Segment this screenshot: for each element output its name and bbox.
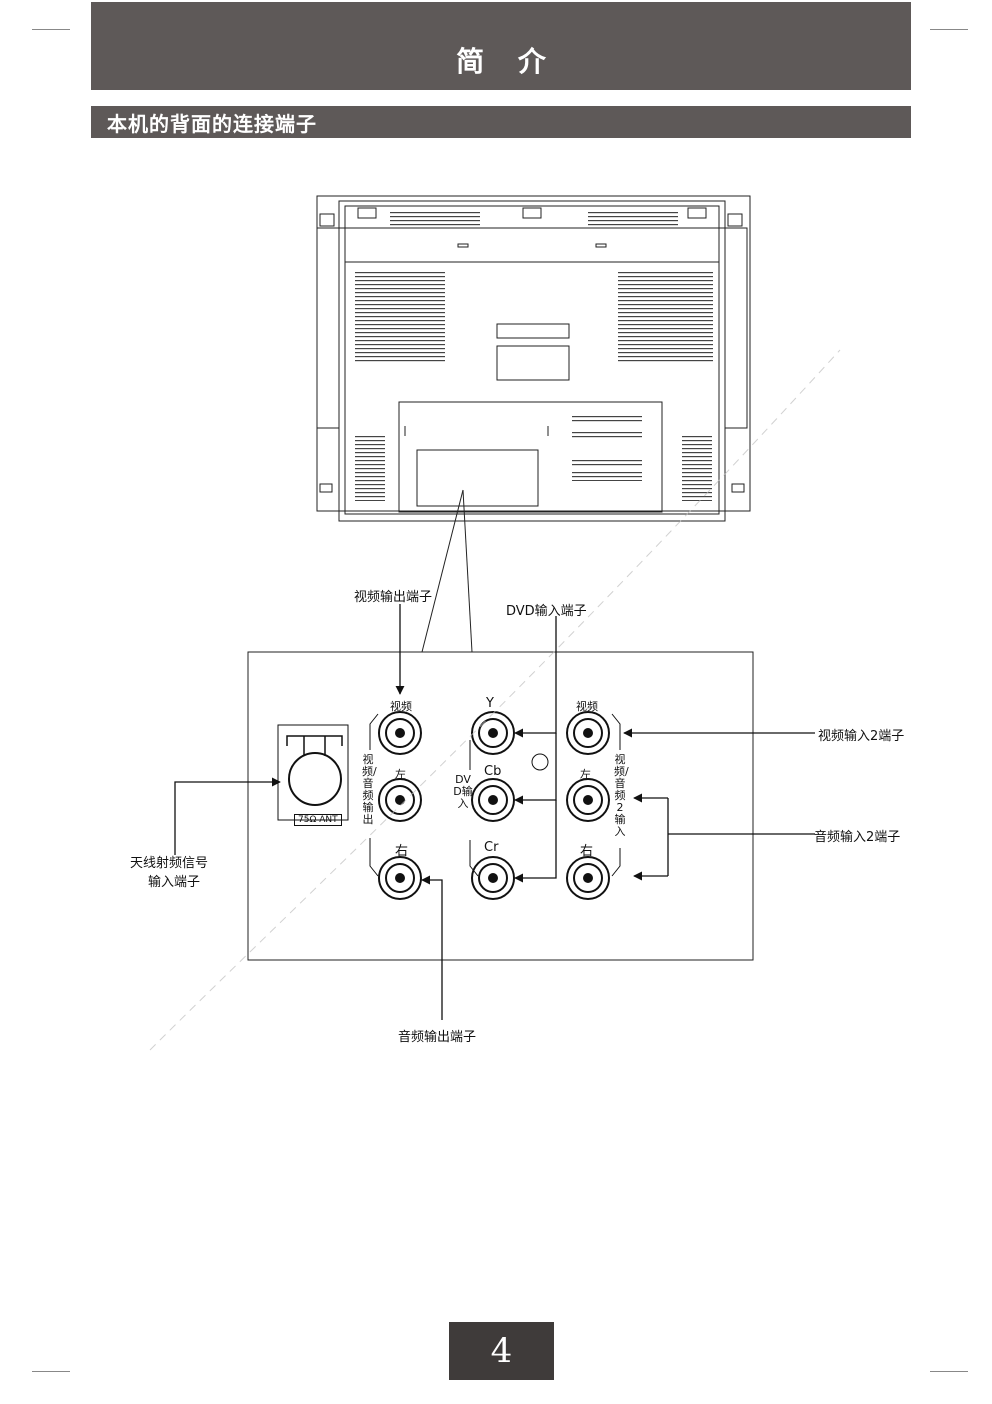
col1-mid-label: 左 [395, 768, 406, 781]
page-title: 简 介 [456, 45, 558, 78]
rca-jacks [378, 711, 610, 900]
page-number: 4 [490, 1331, 513, 1371]
dvd-side-label: DVD输入 [453, 773, 473, 810]
page-number-box: 4 [449, 1322, 554, 1380]
section-title: 本机的背面的连接端子 [107, 111, 317, 136]
col3-mid-label: 左 [580, 768, 591, 781]
audio-out-label: 音频输出端子 [398, 1030, 477, 1045]
y-label: Y [486, 696, 494, 711]
antenna-label-line1: 天线射频信号 [130, 856, 209, 871]
dvd-in-label: DVD输入端子 [506, 604, 587, 619]
col1-bottom-label: 右 [395, 844, 409, 859]
video-in2-label: 视频输入2端子 [818, 729, 905, 744]
video-out-label: 视频输出端子 [354, 590, 433, 605]
col1-side-label: 视频/音频输出 [362, 753, 377, 826]
tv-rear-illustration [316, 195, 751, 522]
col3-bottom-label: 右 [580, 844, 594, 859]
cr-label: Cr [484, 840, 499, 855]
col1-top-label: 视频 [390, 700, 412, 713]
crop-mark [32, 29, 70, 30]
audio-in2-label: 音频输入2端子 [814, 830, 901, 845]
ant-label: 75Ω ANT [294, 814, 342, 826]
cb-label: Cb [484, 764, 502, 779]
antenna-terminal [277, 724, 349, 821]
header-bar: 简 介 [91, 2, 911, 90]
crop-mark [32, 1371, 70, 1372]
section-bar: 本机的背面的连接端子 [91, 106, 911, 138]
col3-top-label: 视频 [576, 700, 598, 713]
crop-mark [930, 29, 968, 30]
antenna-label-line2: 输入端子 [148, 875, 201, 890]
terminal-panel [247, 651, 754, 961]
crop-mark [930, 1371, 968, 1372]
watermark [149, 349, 841, 1051]
col3-side-label: 视频/音频2输入 [614, 753, 629, 838]
